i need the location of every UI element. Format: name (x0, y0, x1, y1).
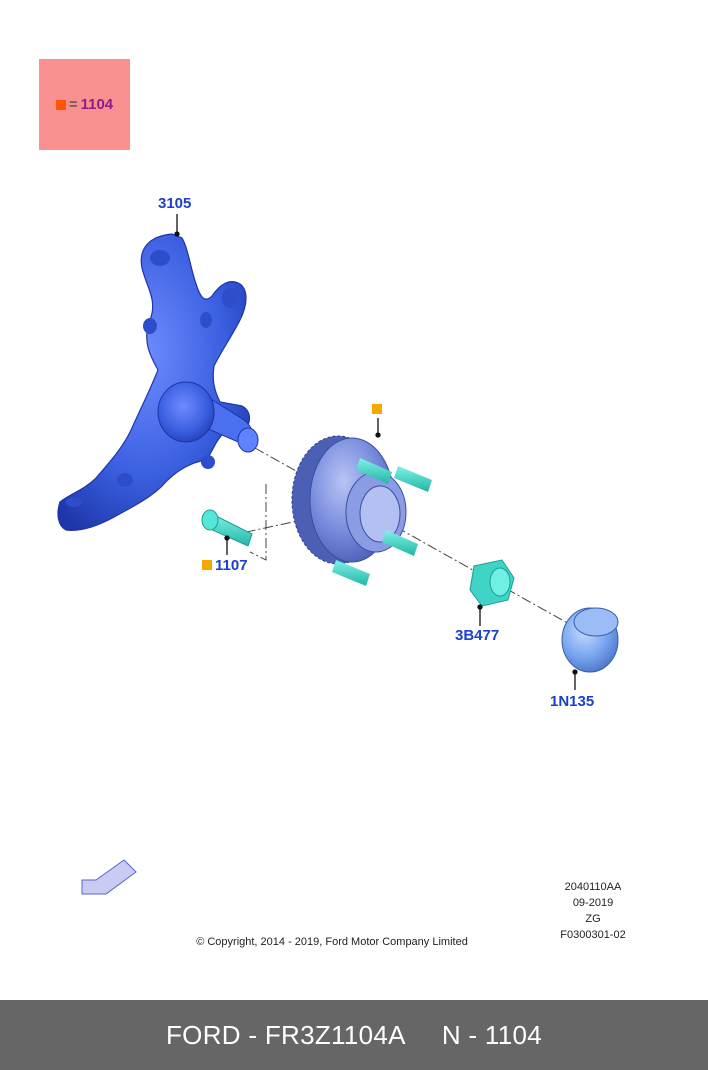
callout-knuckle: 3105 (158, 195, 192, 212)
callout-bolt-label: 1107 (215, 557, 248, 574)
legend-content: = 1104 (55, 96, 114, 113)
exploded-view-illustration (57, 214, 619, 895)
legend-marker-icon (55, 99, 66, 110)
ref-line-4: F0300301-02 (560, 929, 626, 941)
grease-cap (561, 607, 619, 673)
bolt-part (201, 509, 253, 547)
footer-bar: FORD - FR3Z1104A N - 1104 (0, 1000, 708, 1070)
reference-codes: 2040110AA 09-2019 ZG F0300301-02 (540, 879, 646, 943)
legend-label: 1104 (80, 96, 114, 113)
legend-equals: = (68, 96, 78, 113)
hub-marker-icon (372, 404, 382, 414)
ref-line-1: 2040110AA (564, 881, 622, 893)
legend-box: = 1104 (39, 59, 130, 150)
leader-lines (174, 214, 578, 690)
steering-knuckle (57, 233, 259, 531)
ref-line-2: 09-2019 (572, 897, 614, 909)
callout-hub-marker (372, 401, 385, 418)
arrow-down-left-icon (81, 859, 137, 895)
callout-nut: 3B477 (455, 627, 500, 644)
wheel-studs (332, 458, 432, 586)
ref-line-3: ZG (585, 913, 601, 925)
footer-part-number: FORD - FR3Z1104A (165, 1019, 406, 1050)
hub-nut (469, 559, 515, 607)
bolt-marker-icon (202, 560, 212, 570)
footer-part-group: N - 1104 (441, 1019, 543, 1050)
diagram-canvas: = 1104 (39, 59, 646, 948)
wheel-hub (291, 435, 432, 586)
copyright-text: © Copyright, 2014 - 2019, Ford Motor Com… (196, 936, 468, 948)
callout-cap: 1N135 (550, 693, 595, 710)
callout-bolt: 1107 (202, 557, 248, 574)
